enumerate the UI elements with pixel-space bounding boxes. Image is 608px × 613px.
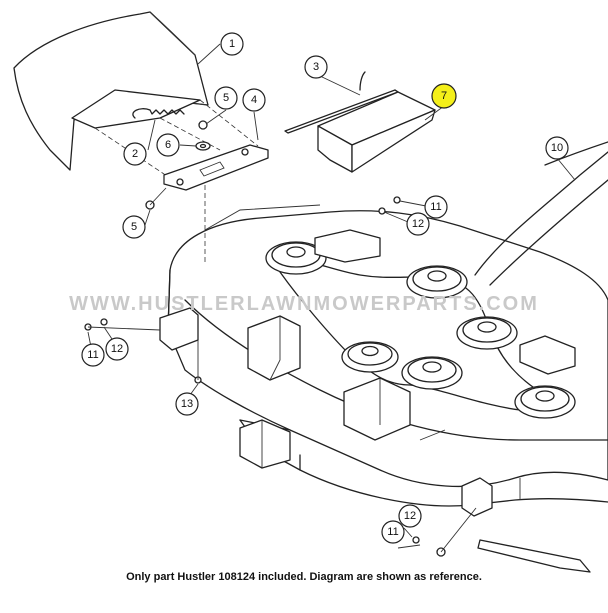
bracket-plate xyxy=(163,144,269,262)
deck-brackets xyxy=(159,229,576,517)
callout-1: 1 xyxy=(220,32,244,56)
callout-13: 13 xyxy=(175,392,199,416)
callout-12-left: 12 xyxy=(105,337,129,361)
svg-text:7: 7 xyxy=(441,90,447,102)
deflector-part xyxy=(317,91,436,173)
spring-part xyxy=(132,108,185,119)
svg-text:3: 3 xyxy=(313,61,319,73)
pulley-right xyxy=(456,316,518,350)
callout-11-bottom: 11 xyxy=(381,520,405,544)
svg-text:2: 2 xyxy=(132,148,138,160)
pulley-mid xyxy=(401,356,463,390)
svg-text:12: 12 xyxy=(412,218,424,230)
pulley-top-center xyxy=(406,265,468,299)
svg-text:5: 5 xyxy=(223,92,229,104)
svg-text:13: 13 xyxy=(181,398,193,410)
svg-text:4: 4 xyxy=(251,94,257,106)
callout-10: 10 xyxy=(545,136,569,160)
callout-11-top: 11 xyxy=(424,195,448,219)
svg-text:11: 11 xyxy=(387,526,398,538)
callout-2: 2 xyxy=(123,142,147,166)
callout-12-top: 12 xyxy=(406,212,430,236)
svg-text:11: 11 xyxy=(87,349,98,361)
pulley-mid-left xyxy=(341,341,399,373)
blade-part xyxy=(477,539,591,573)
pulley-lower-right xyxy=(514,385,576,419)
svg-text:5: 5 xyxy=(131,221,137,233)
callout-4: 4 xyxy=(242,88,266,112)
svg-text:1: 1 xyxy=(229,38,235,50)
leader-lines xyxy=(87,43,576,549)
svg-text:12: 12 xyxy=(404,510,416,522)
callout-5-top: 5 xyxy=(214,86,238,110)
callout-12-bottom: 12 xyxy=(398,504,422,528)
svg-text:12: 12 xyxy=(111,343,123,355)
reference-caption: Only part Hustler 108124 included. Diagr… xyxy=(126,571,482,583)
callout-5-bottom: 5 xyxy=(122,215,146,239)
callout-7-highlighted: 7 xyxy=(431,83,457,109)
svg-text:10: 10 xyxy=(551,142,563,154)
watermark-text: WWW.HUSTLERLAWNMOWERPARTS.COM xyxy=(69,293,539,315)
callout-3: 3 xyxy=(304,55,328,79)
callout-11-left: 11 xyxy=(81,343,105,367)
hardware xyxy=(84,120,477,557)
svg-text:6: 6 xyxy=(165,139,171,151)
discharge-chute xyxy=(13,11,259,179)
pulley-left xyxy=(265,241,327,275)
svg-text:11: 11 xyxy=(430,201,441,213)
callout-6: 6 xyxy=(156,133,180,157)
